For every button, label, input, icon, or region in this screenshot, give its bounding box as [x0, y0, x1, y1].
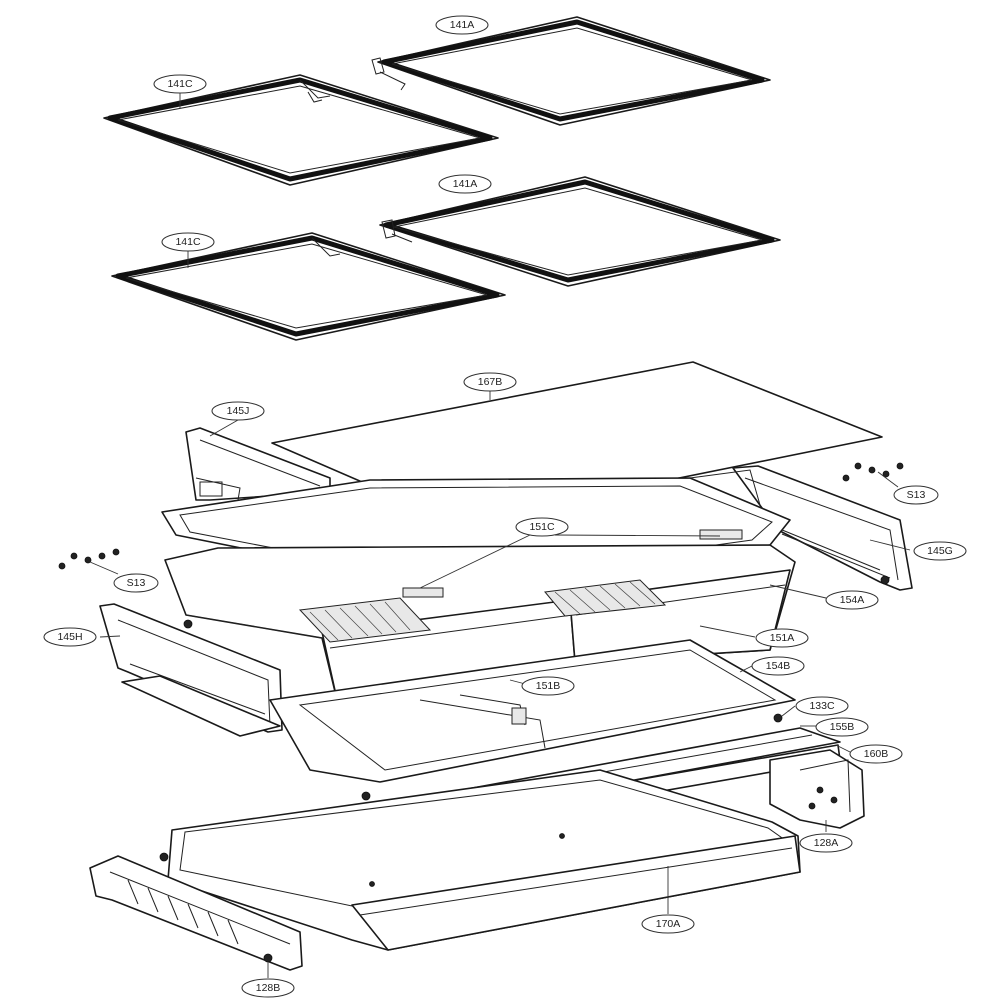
- callout-167b: 167B: [463, 372, 517, 392]
- callout-141a-upper: 141A: [435, 15, 489, 35]
- callout-label: 141C: [175, 236, 201, 248]
- callout-label: S13: [907, 489, 926, 501]
- callout-label: 167B: [478, 376, 503, 388]
- callout-141c-upper: 141C: [153, 74, 207, 94]
- callout-label: S13: [127, 577, 146, 589]
- screws-s13-left: [58, 548, 120, 570]
- callout-145j: 145J: [211, 401, 265, 421]
- callout-145g: 145G: [913, 541, 967, 561]
- callout-label: 141A: [450, 19, 475, 31]
- callout-label: 151C: [529, 521, 555, 533]
- callout-141c-lower: 141C: [161, 232, 215, 252]
- callout-154b: 154B: [751, 656, 805, 676]
- callout-label: 128A: [814, 837, 839, 849]
- bracket-128a: [769, 749, 865, 829]
- callouts: 141A 141C 141A 141C 167B 145J S13 151C: [43, 15, 967, 998]
- shelf-141c-lower: [111, 232, 506, 341]
- callout-label: 151A: [770, 632, 795, 644]
- bottom-tray-170a: [159, 769, 801, 951]
- callout-label: 145J: [227, 405, 250, 417]
- callout-128a: 128A: [799, 833, 853, 853]
- screws-s13-right: [842, 462, 904, 482]
- callout-128b: 128B: [241, 978, 295, 998]
- callout-label: 160B: [864, 748, 889, 760]
- callout-141a-lower: 141A: [438, 174, 492, 194]
- callout-s13-right: S13: [893, 485, 939, 505]
- callout-label: 151B: [536, 680, 561, 692]
- callout-155b: 155B: [815, 717, 869, 737]
- callout-145h: 145H: [43, 627, 97, 647]
- shelf-141a-lower: [379, 176, 781, 287]
- callout-133c: 133C: [795, 696, 849, 716]
- callout-label: 133C: [809, 700, 835, 712]
- callout-154a: 154A: [825, 590, 879, 610]
- side-rail-145h: [99, 603, 283, 737]
- callout-151a: 151A: [755, 628, 809, 648]
- callout-s13-left: S13: [113, 573, 159, 593]
- callout-label: 141C: [167, 78, 193, 90]
- callout-label: 154A: [840, 594, 865, 606]
- shelf-141c-upper: [103, 74, 499, 186]
- callout-label: 170A: [656, 918, 681, 930]
- callout-label: 155B: [830, 721, 855, 733]
- callout-label: 154B: [766, 660, 791, 672]
- callout-label: 141A: [453, 178, 478, 190]
- callout-170a: 170A: [641, 914, 695, 934]
- crisper-drawer-body: [164, 529, 796, 705]
- callout-160b: 160B: [849, 744, 903, 764]
- bracket-128b: [89, 855, 303, 971]
- drawer-rail-frame-154b: [269, 639, 796, 801]
- callout-151c: 151C: [515, 517, 569, 537]
- callout-151b: 151B: [521, 676, 575, 696]
- callout-label: 145G: [927, 545, 953, 557]
- callout-label: 128B: [256, 982, 281, 994]
- side-rail-145g: [732, 465, 913, 591]
- callout-label: 145H: [57, 631, 82, 643]
- shelf-141a-upper: [371, 16, 771, 126]
